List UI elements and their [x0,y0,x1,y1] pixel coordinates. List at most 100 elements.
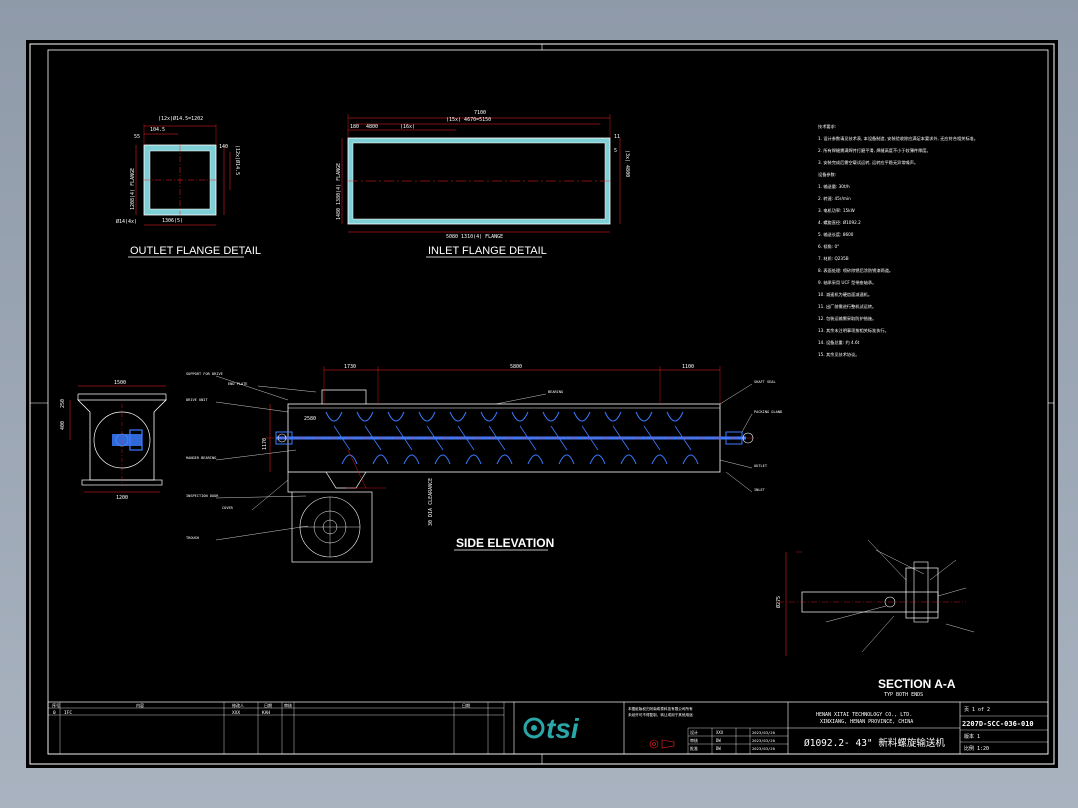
projection-symbol [649,739,675,749]
section-aa-subtitle: TYP BOTH ENDS [884,692,923,698]
note-line: 1. 设计参数请见技术表, 本设备制造, 安装验收除应满足本要求外, 还应符合相… [818,135,978,142]
inlet-flange-title: INLET FLANGE DETAIL [428,245,547,257]
leader-line [741,413,753,433]
outlet-dim-2: 1208(4) FLANGE [130,168,136,210]
flight-upper [449,411,467,422]
note-line: 13. 其余未注明事项按相关标准执行。 [818,327,889,334]
outlet-dim-1: 104.5 [150,127,165,133]
end-dim-0: 1500 [114,380,126,386]
flight-blade [674,425,692,451]
flight-upper [356,411,374,422]
inlet-flange-view: 7100 (15x) 4670=5150 180 4800 (16x) 1480… [336,110,630,258]
inlet-dim-7: (3x) 4800 [624,150,630,177]
inlet-dim-1: (15x) 4670=5150 [446,117,491,123]
side-dim-1: 5800 [510,364,522,370]
company-name-en: HENAN XITAI TECHNOLOGY CO., LTD. [816,712,912,718]
note-line: 技术要求: [818,123,836,130]
flight-blade [612,425,630,451]
flight-lower [434,454,451,465]
end-dim-1: 1200 [116,495,128,501]
flight-upper [666,411,684,422]
callout-label: SHAFT SEAL [754,380,776,384]
side-dim-5: 30 DIA CLEARANCE [428,478,434,526]
flight-upper [635,411,653,422]
flight-upper [573,411,591,422]
inlet-dim-3: 4800 [366,124,378,130]
note-line: 8. 表面处理: 喷砂除锈后涂防锈漆两道。 [818,267,893,274]
callout-label: SUPPORT FOR DRIVE [186,372,223,376]
flight-blade [364,425,382,451]
flight-upper [325,411,343,422]
note-line: 11. 出厂前需进行整机试运转。 [818,303,876,310]
rev-row-1: IFC [64,710,72,716]
leader-line [215,449,297,461]
outlet-dim-5: 140 [219,144,228,150]
company-logo: tsi [523,713,580,744]
side-elevation-view: 1730 5800 1100 1170 2580 30 DIA CLEARANC… [186,364,782,563]
note-line: 3. 电机功率: 15kW [818,207,855,214]
flight-lower [558,454,575,465]
leader-line [215,401,289,413]
flight-blade [426,425,444,451]
note-line: 7. 材质: Q235B [818,255,849,262]
inlet-dim-6: 5080 1310(4) FLANGE [446,234,503,240]
drive-housing [291,491,373,563]
scale-label: 比例 1:20 [964,745,989,752]
sign-date-1: 2023/03/20 [752,738,776,743]
rev-header-3: 日期 [264,702,272,708]
flight-blade [333,425,351,451]
end-dim-3: 400 [60,421,66,430]
sign-name-1: DW [716,738,721,743]
drawing-sheet: (12x)Ø14.5=1202 104.5 1208(4) FLANGE (12… [26,40,1058,768]
flight-upper [511,411,529,422]
note-line: 12. 包装运输需采取防护措施。 [818,315,876,322]
flight-lower [527,454,544,465]
leader-line [215,495,307,499]
sign-date-0: 2023/03/20 [752,730,776,735]
note-line: 2. 转速: 45r/min [818,195,851,202]
inlet-dim-8: 11 [614,134,620,140]
flight-lower [651,454,668,465]
flight-lower [465,454,482,465]
title-block: 序号 内容 修改人 日期 审核 日期 0 IFC XXX KAH tsi 本图纸… [47,701,1049,755]
leader-line [719,383,753,405]
side-dim-0: 1730 [344,364,356,370]
note-line: 15. 其余见技术协议。 [818,351,860,358]
rev-header-4: 审核 [284,702,292,708]
flight-lower [620,454,637,465]
outlet-dim-7: Ø14(4x) [116,218,137,225]
note-line: 6. 倾角: 0° [818,243,839,250]
leader-line [215,375,289,401]
flight-upper [542,411,560,422]
rev-header-2: 修改人 [232,702,244,708]
inlet-dim-5: 1480 1380(4) FLANGE [336,163,342,220]
sign-date-2: 2023/03/20 [752,746,776,751]
flight-lower [372,454,389,465]
side-dim-3: 1170 [262,438,268,450]
inlet-dim-4: (16x) [400,124,415,130]
callout-label: END PLATE [228,382,247,386]
outlet-dim-0: (12x)Ø14.5=1202 [158,115,203,122]
note-line: 3. 安装完成后需空载试运转, 运转应平稳无异常噪声。 [818,159,918,166]
sign-label-2: 批准 [690,745,698,751]
cad-drawing: (12x)Ø14.5=1202 104.5 1208(4) FLANGE (12… [29,43,1055,765]
rev-row-3: KAH [262,710,270,716]
end-dim-2: 250 [60,399,66,408]
callout-label: INLET [754,488,766,492]
callout-label: HANGER BEARING [186,456,216,460]
leader-line [257,385,317,393]
section-aa-title: SECTION A-A [878,677,956,691]
end-view: 1500 1200 250 400 [60,380,167,501]
note-line: 10. 减速机为硬齿面减速机。 [818,291,872,298]
flight-blade [519,425,537,451]
flight-blade [581,425,599,451]
inlet-dim-9: 5 [614,148,617,154]
callout-label: COVER [222,506,234,510]
drawing-number: 2207D-SCC-036-010 [962,720,1034,728]
note-line: 14. 设备总重: 约 4.6t [818,339,860,346]
rev-row-2: XXX [232,710,240,716]
sign-name-0: XXX [716,730,724,735]
flight-lower [341,454,358,465]
section-dim-0: Ø275 [775,596,782,608]
